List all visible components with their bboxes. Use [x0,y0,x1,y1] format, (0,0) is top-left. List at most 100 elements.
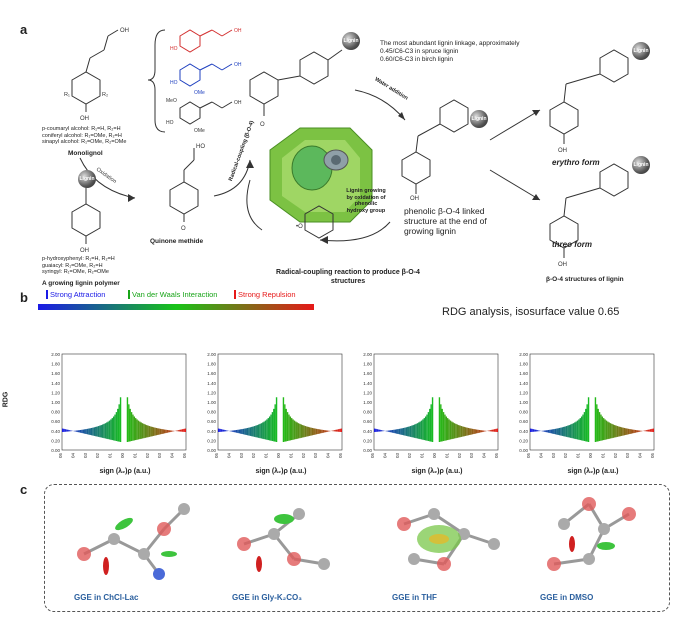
threo-structure [549,163,629,258]
x-tick-label: 0.01 [132,453,137,458]
x-tick-label: 0.02 [301,453,306,458]
panel-a-letter: a [20,22,28,37]
x-tick-label: -0.05 [214,453,219,458]
bracket [147,29,166,133]
svg-text:MeO: MeO [166,98,177,104]
rdg-ylabel: RDG [2,391,10,408]
y-tick-label: 1.80 [51,362,60,367]
y-tick-label: 0.20 [207,438,216,443]
svg-text:OH: OH [80,248,89,254]
x-tick-label: 0.05 [494,453,499,458]
y-tick-label: 1.20 [519,390,528,395]
x-tick-label: 0.04 [482,453,487,458]
x-tick-label: -0.02 [407,453,412,458]
x-tick-label: 0.02 [613,453,618,458]
x-tick-label: -0.04 [538,453,543,458]
erythro-structure [549,49,629,144]
svg-text:OH: OH [558,262,567,268]
svg-text:HO: HO [196,144,205,150]
x-tick-label: 0.03 [625,453,630,458]
molecule-dmso [547,497,636,571]
rdg-svg-4: 0.000.200.400.600.801.001.201.401.601.80… [519,352,655,463]
dimer-structure [249,49,343,116]
polymer-title: A growing lignin polymer [42,280,120,287]
y-tick-label: 1.80 [519,362,528,367]
y-tick-label: 1.00 [51,400,60,405]
legend-vdw: Van der Waals Interaction [128,290,217,299]
y-tick-label: 1.40 [207,381,216,386]
rdg-legend: Strong Attraction Van der Waals Interact… [38,290,318,312]
y-tick-label: 0.80 [363,410,372,415]
y-tick-label: 0.20 [51,438,60,443]
x-tick-label: -0.03 [239,453,244,458]
x-tick-label: -0.02 [95,453,100,458]
y-tick-label: 1.60 [51,371,60,376]
x-tick-label: 0.00 [120,453,125,458]
mol-label-chcl-lac: GGE in ChCl-Lac [74,593,139,602]
panel-b-letter: b [20,290,28,305]
x-tick-label: -0.02 [563,453,568,458]
panel-c-frame [44,484,670,612]
svg-text:OH: OH [80,116,89,122]
y-tick-label: 1.80 [363,362,372,367]
x-tick-label: 0.00 [432,453,437,458]
y-tick-label: 1.60 [363,371,372,376]
b04-caption: β-O-4 structures of lignin [546,276,624,283]
y-tick-label: 1.80 [207,362,216,367]
y-tick-label: 0.60 [519,419,528,424]
rdg-xlabel-3: sign (λ₂)ρ (a.u.) [411,468,463,475]
y-tick-label: 0.60 [207,419,216,424]
y-tick-label: 0.60 [363,419,372,424]
y-tick-label: 0.00 [207,448,216,453]
x-tick-label: -0.03 [83,453,88,458]
svg-text:HO: HO [170,80,178,86]
rdg-xlabel-4: sign (λ₂)ρ (a.u.) [567,468,619,475]
rdg-xlabel-2: sign (λ₂)ρ (a.u.) [255,468,307,475]
y-tick-label: 0.60 [51,419,60,424]
y-tick-label: 1.00 [207,400,216,405]
x-tick-label: 0.01 [600,453,605,458]
x-tick-label: 0.02 [457,453,462,458]
rdg-title: RDG analysis, isosurface value 0.65 [442,306,620,318]
phenolic-text: phenolic β-O-4 linked structure at the e… [404,206,487,236]
legend-strong-attraction: Strong Attraction [46,290,105,299]
y-tick-label: 2.00 [51,352,60,357]
y-tick-label: 2.00 [519,352,528,357]
x-tick-label: 0.00 [276,453,281,458]
quinone-methide [169,148,199,222]
y-tick-label: 0.00 [363,448,372,453]
y-tick-label: 0.20 [519,438,528,443]
svg-text:OH: OH [410,196,419,202]
rdg-svg-2: 0.000.200.400.600.801.001.201.401.601.80… [207,352,343,463]
x-tick-label: -0.04 [382,453,387,458]
x-tick-label: 0.02 [145,453,150,458]
x-tick-label: -0.05 [370,453,375,458]
molecules-svg [77,497,636,580]
y-tick-label: 1.60 [207,371,216,376]
y-tick-label: 2.00 [363,352,372,357]
y-tick-label: 1.20 [363,390,372,395]
x-tick-label: 0.04 [326,453,331,458]
quinone-label: Quinone methide [150,238,204,245]
panel-a-schematic: OH OH R₁ R₂ HO OH HO OMe OH MeO HO OMe O… [64,28,629,268]
y-tick-label: 0.80 [207,410,216,415]
x-tick-label: 0.05 [338,453,343,458]
x-tick-label: -0.05 [526,453,531,458]
x-tick-label: -0.04 [226,453,231,458]
rdg-svg-3: 0.000.200.400.600.801.001.201.401.601.80… [363,352,499,463]
svg-text:O: O [181,226,186,232]
y-tick-label: 0.40 [519,429,528,434]
svg-text:R₁: R₁ [64,92,70,98]
x-tick-label: -0.04 [70,453,75,458]
rdg-svg-1: 0.000.200.400.600.801.001.201.401.601.80… [51,352,187,463]
molecule-gly-k2co3 [237,508,330,572]
svg-text:OH: OH [234,100,242,106]
y-tick-label: 1.00 [519,400,528,405]
y-tick-label: 1.60 [519,371,528,376]
lignin-ball-erythro: Lignin [632,42,650,60]
cell-illustration [269,127,373,223]
lignin-ball-central: Lignin [470,110,488,128]
y-tick-label: 1.20 [207,390,216,395]
